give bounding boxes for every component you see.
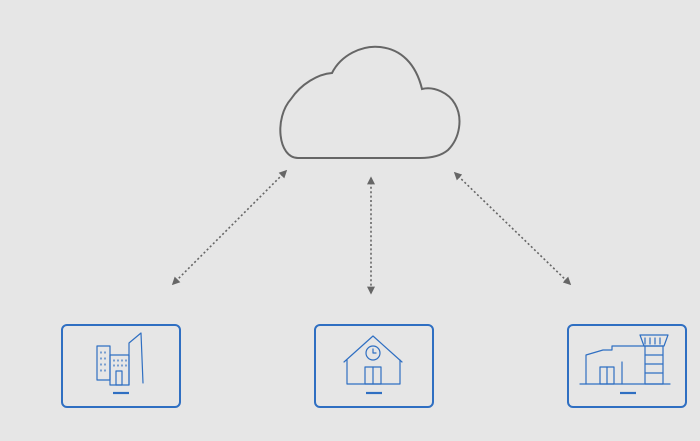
office-buildings-icon xyxy=(96,332,144,386)
connector-left xyxy=(171,169,288,286)
connector-right xyxy=(453,171,572,286)
device-school xyxy=(314,324,434,408)
device-office-buildings xyxy=(61,324,181,408)
school-clock-building-icon xyxy=(343,335,403,385)
device-airport xyxy=(567,324,687,408)
airport-control-tower-icon xyxy=(579,334,671,385)
cloud-icon xyxy=(279,45,461,159)
